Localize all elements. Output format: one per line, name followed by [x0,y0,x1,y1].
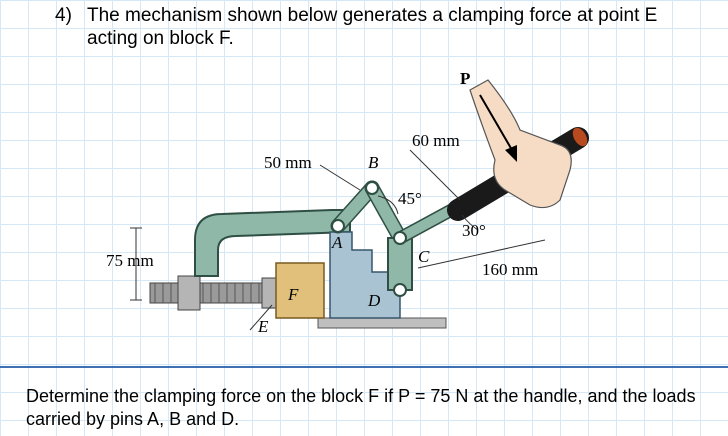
label-a: A [331,233,343,252]
problem-text: The mechanism shown below generates a cl… [87,5,658,49]
clamp-pad [261,277,277,309]
clamp-screw [149,275,277,311]
block-f [275,262,325,319]
screw-nut [177,275,201,311]
label-c: C [418,247,430,266]
ground-plate [317,317,447,329]
pin-a [331,219,345,233]
label-30deg: 30° [462,221,486,240]
label-160mm: 160 mm [482,260,538,279]
force-p-arrowhead [505,145,517,162]
label-b: B [368,153,379,172]
label-75mm: 75 mm [106,251,154,270]
question-text: Determine the clamping force on the bloc… [26,386,696,429]
dimension-lines [130,149,546,331]
mechanism-figure: P 60 mm 50 mm B 45° 30° A C D 75 mm 160 … [106,69,589,336]
label-45deg: 45° [398,189,422,208]
label-e: E [257,317,269,336]
link-bc [366,182,406,244]
pin-b [365,181,379,195]
handle-arm [387,237,413,291]
hand [469,79,572,209]
handle-grip-tip [572,127,588,147]
section-divider [0,366,728,368]
label-d: D [367,291,381,310]
pin-d [393,283,407,297]
link-ab [332,182,378,232]
label-f: F [287,285,299,304]
clamp-frame [194,209,351,277]
pin-c [393,231,407,245]
force-p-arrow [479,94,513,151]
label-50mm: 50 mm [264,153,312,172]
problem-number: 4) [55,5,72,26]
label-60mm: 60 mm [412,131,460,150]
label-p: P [460,69,470,88]
pins [331,181,407,297]
